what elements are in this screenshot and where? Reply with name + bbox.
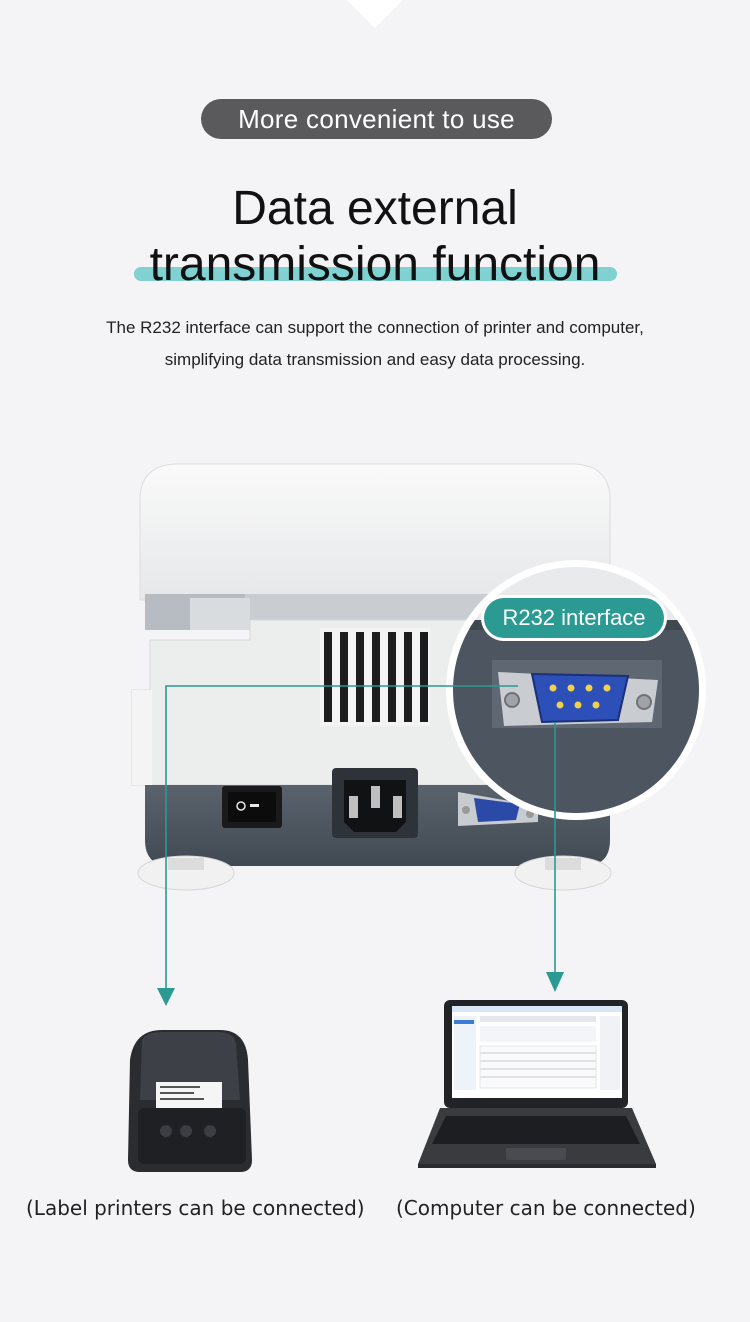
top-notch-decoration: [345, 0, 405, 28]
serial-port-icon: [458, 792, 538, 826]
description-line1: The R232 interface can support the conne…: [106, 318, 644, 337]
power-switch-icon: [222, 786, 282, 828]
description-line2: simplifying data transmission and easy d…: [164, 350, 586, 369]
vent-grille: [320, 628, 430, 726]
r232-interface-badge: R232 interface: [484, 598, 664, 638]
printer-icon: [128, 1030, 252, 1172]
arrow-down-left-icon: [157, 988, 175, 1006]
laptop-icon: [418, 1000, 656, 1168]
arrow-down-right-icon: [546, 972, 564, 992]
page-title-line1: Data external: [232, 182, 518, 235]
title-underline: [134, 267, 617, 281]
computer-caption: (Computer can be connected): [396, 1196, 696, 1220]
section-tag: More convenient to use: [201, 99, 552, 139]
page-title-line2-text: transmission function: [149, 238, 601, 291]
connector-lines: [165, 685, 556, 988]
power-socket-icon: [332, 768, 418, 838]
page-title-line2: transmission function: [0, 237, 750, 293]
printer-caption: (Label printers can be connected): [26, 1196, 365, 1220]
